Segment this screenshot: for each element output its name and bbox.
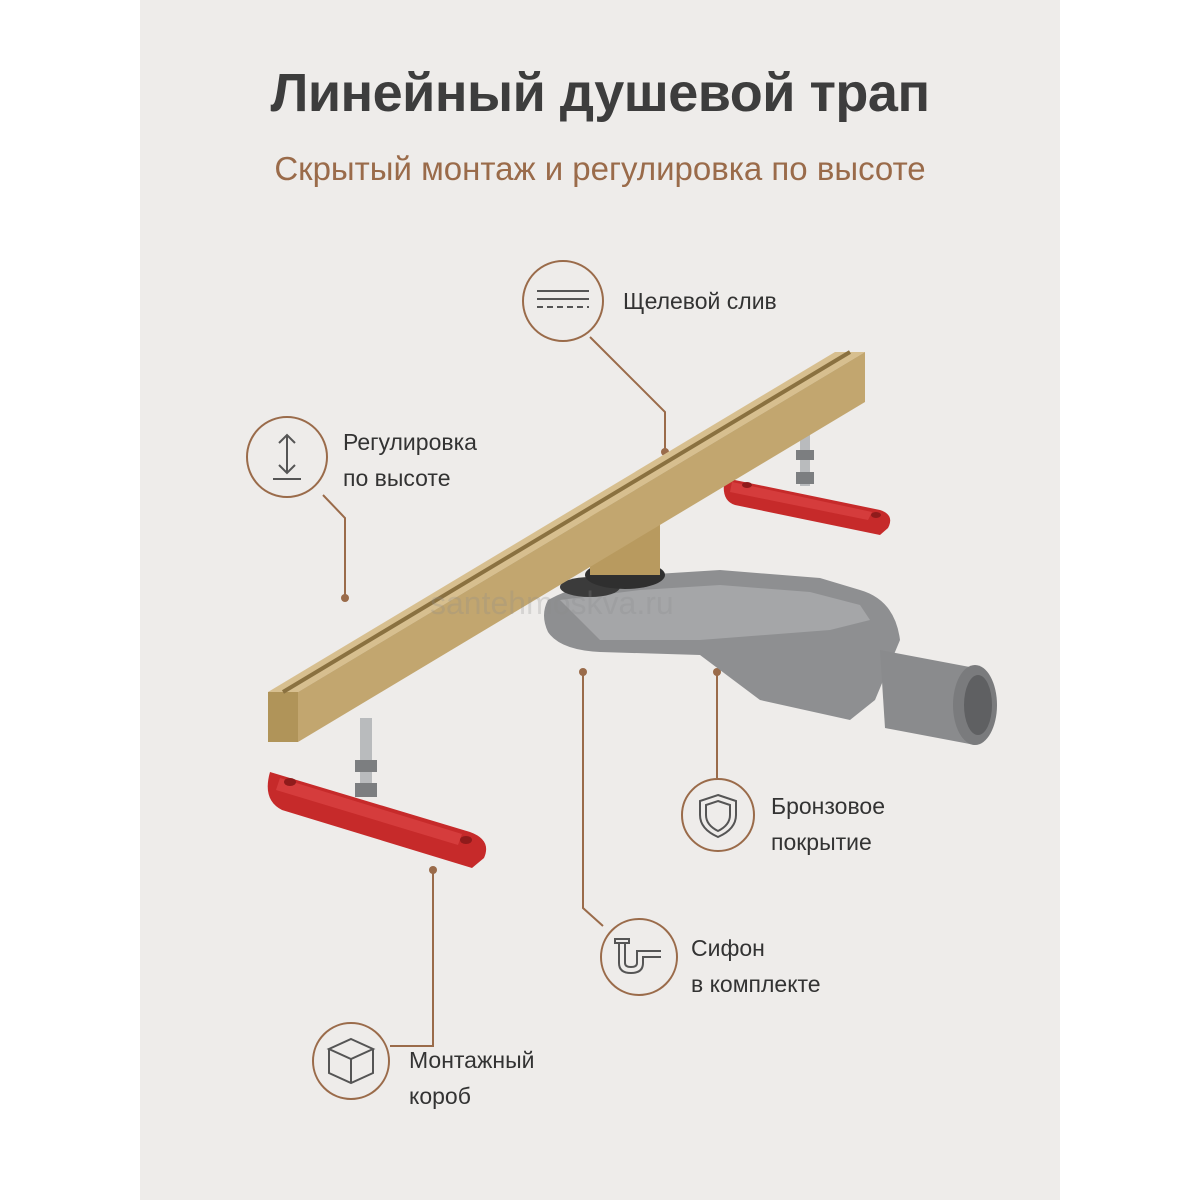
feature-box-label: Монтажный короб xyxy=(409,1047,535,1109)
shield-icon xyxy=(681,778,755,852)
feature-bronze-label: Бронзовое покрытие xyxy=(771,793,886,855)
page-title: Линейный душевой трап xyxy=(270,63,930,123)
box-icon xyxy=(312,1022,390,1100)
mounting-foot-back xyxy=(723,418,891,535)
gold-drain-channel xyxy=(268,350,865,742)
feature-height-label: Регулировка по высоте xyxy=(343,429,477,491)
mounting-foot-front xyxy=(267,718,487,868)
feature-slot-label: Щелевой слив xyxy=(623,288,777,314)
slot-drain-icon xyxy=(522,260,604,342)
leader-lines xyxy=(322,336,718,1047)
height-arrows-icon xyxy=(246,416,328,498)
feature-siphon-label: Сифон в комплекте xyxy=(691,935,821,997)
siphon-icon xyxy=(600,918,678,996)
watermark: santehmoskva.ru xyxy=(430,585,674,621)
page-subtitle: Скрытый монтаж и регулировка по высоте xyxy=(274,150,926,187)
